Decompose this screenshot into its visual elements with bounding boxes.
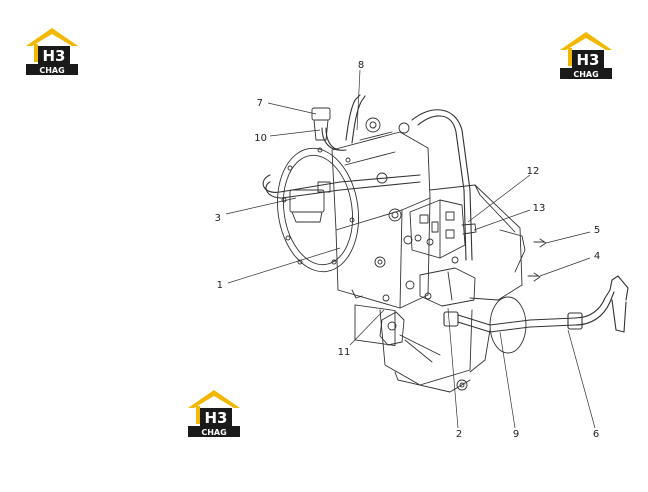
logo-mark: H3 [577,51,600,69]
brand-logo-top-right: H3 CHAG [558,30,614,80]
callout-12: 12 [527,166,540,177]
gearbox-body [331,131,431,346]
logo-mark: H3 [205,409,228,427]
right-housing [429,184,527,373]
callout-3: 3 [215,213,221,224]
leader-lines [225,69,596,429]
logo-word: CHAG [39,66,64,75]
brand-logo-bottom-left: H3 CHAG [186,388,242,438]
house-logo-icon: H3 CHAG [560,32,612,79]
flange-housing [277,147,359,273]
house-logo-icon: H3 CHAG [188,390,240,437]
brand-logo-top-left: H3 CHAG [24,26,80,76]
logo-word: CHAG [201,428,226,437]
logo-word: CHAG [573,70,598,79]
callout-9: 9 [513,429,519,440]
callout-11: 11 [338,347,351,358]
sensor-block [289,181,331,223]
callout-4: 4 [594,251,600,262]
lower-housing [379,309,473,393]
callout-labels: 8 7 10 3 1 11 12 13 5 4 2 9 6 [215,60,601,440]
callout-6: 6 [593,429,599,440]
logo-mark: H3 [43,47,66,65]
callout-1: 1 [217,280,223,291]
house-logo-icon: H3 CHAG [26,28,78,75]
lifting-eye [365,117,410,134]
callout-7: 7 [257,98,263,109]
breather [311,107,331,141]
control-valve-block [409,199,477,259]
callout-5: 5 [594,225,600,236]
filter-bracket [419,256,476,307]
callout-2: 2 [456,429,462,440]
callout-13: 13 [533,203,546,214]
callout-10: 10 [254,133,267,144]
pipe-routing [262,94,629,333]
callout-8: 8 [358,60,364,71]
